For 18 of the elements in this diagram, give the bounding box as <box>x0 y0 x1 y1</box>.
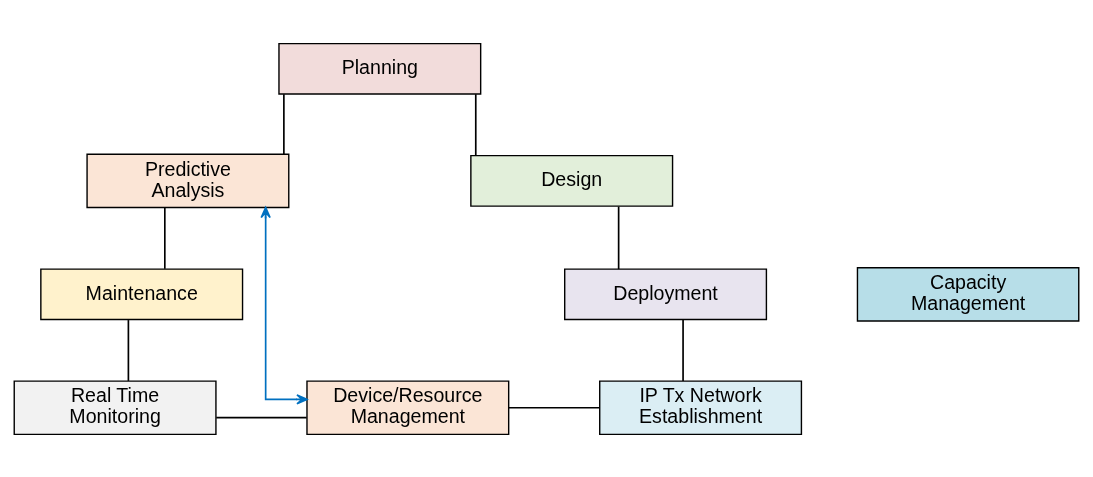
node-box: Real Time Monitoring <box>13 379 217 435</box>
node-box: Deployment <box>564 267 768 320</box>
arrow <box>260 206 308 405</box>
node-box: Design <box>470 154 674 207</box>
connector <box>215 416 308 418</box>
connector <box>474 92 477 156</box>
connector <box>508 406 601 409</box>
connector <box>127 318 130 382</box>
node-box: IP Tx Network Establishment <box>599 379 803 435</box>
connector <box>617 205 620 270</box>
node-box: Planning <box>278 42 482 95</box>
node-box: Device/Resource Management <box>306 379 510 435</box>
node-box: Capacity Management <box>856 266 1080 322</box>
node-box: Maintenance <box>40 267 244 320</box>
connector <box>283 92 285 155</box>
connector <box>682 318 684 382</box>
connector <box>163 206 166 270</box>
node-box: Predictive Analysis <box>86 153 290 208</box>
